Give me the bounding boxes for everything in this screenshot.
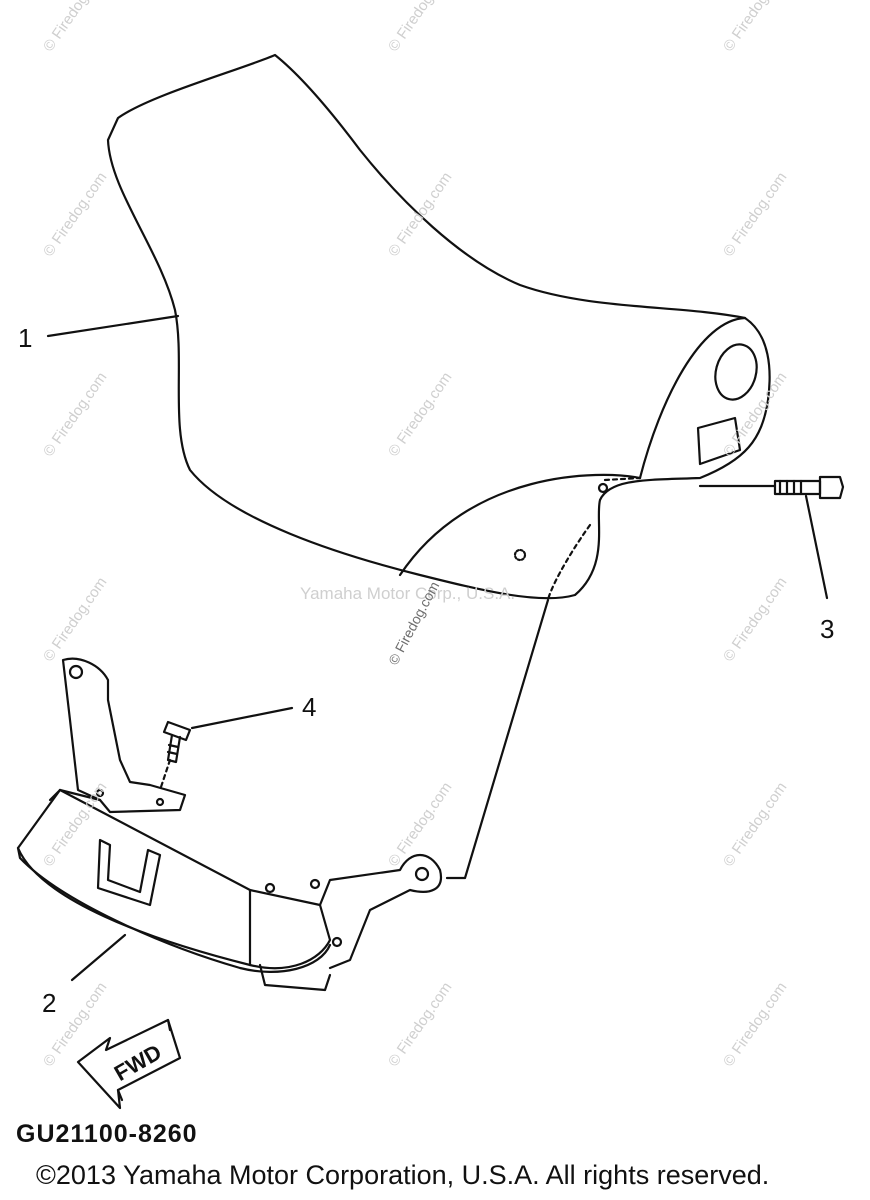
- callout-4: 4: [302, 692, 317, 722]
- part-code: GU21100-8260: [16, 1120, 198, 1148]
- bolt-part-3: [773, 475, 845, 500]
- watermark-center: Yamaha Motor Corp., U.S.A.: [300, 584, 516, 603]
- seat-part-1: [106, 53, 771, 602]
- leader-line-3: [804, 494, 829, 600]
- callout-2: 2: [42, 988, 57, 1018]
- leader-line-2: [70, 933, 127, 982]
- bolt-part-4: [162, 720, 192, 764]
- fwd-arrow-icon: [76, 1018, 182, 1110]
- leader-line-4: [190, 706, 294, 730]
- callout-3: 3: [820, 614, 835, 644]
- leader-line-1: [46, 314, 180, 338]
- callout-1: 1: [18, 323, 33, 353]
- leader-line-bolt4: [158, 758, 172, 792]
- leader-line-seat-to-bracket: [445, 598, 550, 880]
- seat-bracket-part-2: [16, 657, 443, 992]
- copyright-notice: ©2013 Yamaha Motor Corporation, U.S.A. A…: [36, 1160, 770, 1190]
